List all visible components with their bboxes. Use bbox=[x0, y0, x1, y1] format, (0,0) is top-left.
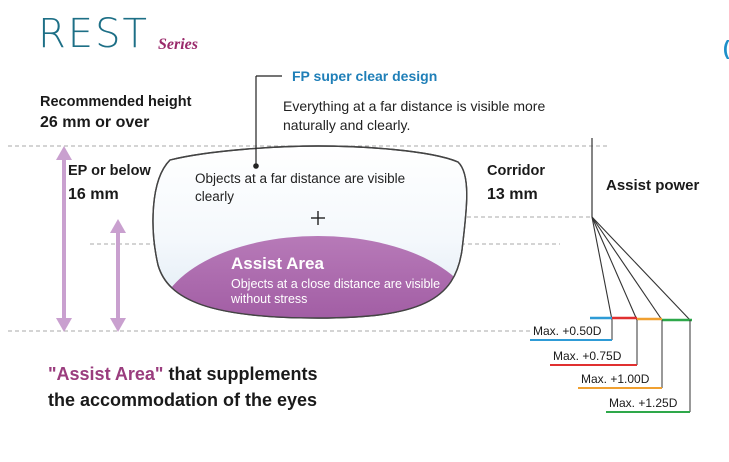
power-label-125: Max. +1.25D bbox=[609, 396, 678, 410]
logo-rest: REST bbox=[38, 11, 149, 57]
assist-area-description: Objects at a close distance are visible … bbox=[231, 277, 441, 306]
fp-pointer-dot bbox=[253, 163, 259, 169]
far-distance-text: Objects at a far distance are visible cl… bbox=[195, 171, 406, 204]
power-label-050: Max. +0.50D bbox=[533, 324, 602, 338]
caption-highlight: "Assist Area" bbox=[48, 364, 164, 384]
assist-area-title: Assist Area bbox=[231, 254, 324, 273]
ep-height-arrow bbox=[110, 219, 126, 332]
power-label-100: Max. +1.00D bbox=[581, 372, 650, 386]
assist-area-shape bbox=[158, 236, 467, 318]
caption-line2: the accommodation of the eyes bbox=[48, 390, 318, 410]
recommended-height-arrow bbox=[56, 146, 72, 332]
recommended-height-value: 26 mm or over bbox=[40, 114, 150, 131]
ep-value: 16 mm bbox=[68, 186, 119, 203]
assist-power-title: Assist power bbox=[606, 177, 700, 194]
cropped-glyph: ( bbox=[723, 38, 729, 61]
caption: "Assist Area" that supplements the accom… bbox=[48, 361, 317, 413]
logo-series: Series bbox=[158, 36, 198, 53]
caption-line1: that supplements bbox=[163, 364, 318, 384]
power-label-075: Max. +0.75D bbox=[553, 349, 622, 363]
recommended-height-label: Recommended height bbox=[40, 94, 192, 110]
fp-description: Everything at a far distance is visible … bbox=[283, 98, 546, 133]
corridor-label: Corridor bbox=[487, 163, 545, 179]
corridor-value: 13 mm bbox=[487, 186, 538, 203]
ep-label: EP or below bbox=[68, 163, 151, 179]
fp-title: FP super clear design bbox=[292, 68, 438, 84]
